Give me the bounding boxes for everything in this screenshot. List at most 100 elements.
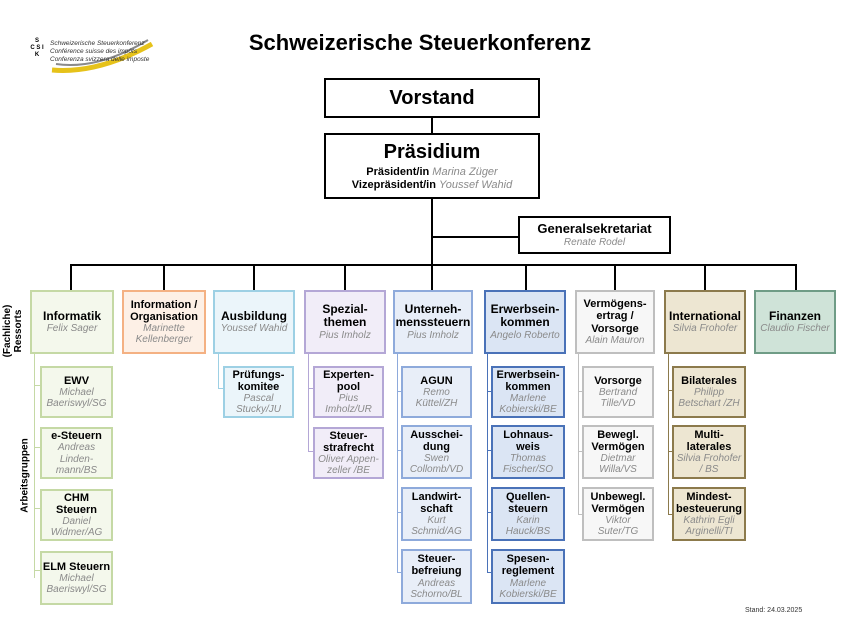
- ag-quellensteuern: Quellen-steuern Karin Hauck/BS: [491, 487, 565, 541]
- connector-line: [487, 391, 491, 392]
- connector-line: [525, 264, 527, 290]
- ag-lead: Karin Hauck/BS: [505, 515, 551, 538]
- connector-line: [218, 388, 223, 389]
- ag-landwirtschaft: Landwirt-schaft Kurt Schmid/AG: [401, 487, 472, 541]
- ag-title: e-Steuern: [51, 430, 102, 443]
- ag-title: Lohnaus-weis: [503, 428, 553, 453]
- ag-steuerstrafrecht: Steuer-strafrecht Oliver Appen-zeller /B…: [313, 427, 384, 479]
- ressort-lead: Pius Imholz: [407, 329, 459, 341]
- connector-line: [614, 264, 616, 290]
- connector-line: [668, 354, 669, 514]
- ag-lead: Kathrin Egli Arginelli/TI: [683, 515, 735, 538]
- ag-title: Unbewegl. Vermögen: [590, 490, 646, 515]
- connector-line: [308, 451, 313, 452]
- arbeitsgruppen-label-text: Arbeitsgruppen: [19, 438, 31, 513]
- ag-lead: Silvia Frohofer / BS: [676, 453, 742, 476]
- ag-bewegl-vermoegen: Bewegl. Vermögen Dietmar Willa/VS: [582, 425, 654, 479]
- connector-line: [34, 447, 40, 448]
- connector-line: [795, 264, 797, 290]
- ag-lead: Andreas Schorno/BL: [410, 577, 463, 600]
- ag-title: Multi-laterales: [686, 428, 732, 453]
- ag-vorsorge: Vorsorge Bertrand Tille/VD: [582, 366, 654, 418]
- ressort-title: Spezial-themen: [322, 301, 368, 330]
- praesident-label: Präsident/in: [366, 166, 430, 179]
- connector-line: [218, 354, 219, 388]
- ressort-finanzen: Finanzen Claudio Fischer: [754, 290, 836, 354]
- ressort-title: Erwerbsein-kommen: [490, 301, 560, 330]
- connector-line: [431, 199, 433, 265]
- ag-lead: Dietmar Willa/VS: [599, 453, 637, 476]
- ressort-unternehmenssteuern: Unterneh-menssteuern Pius Imholz: [393, 290, 473, 354]
- ressorts-label-text: (Fachliche) Ressorts: [2, 304, 24, 358]
- connector-line: [308, 388, 313, 389]
- connector-line: [704, 264, 706, 290]
- ag-title: ELM Steuern: [42, 560, 111, 573]
- ag-lead: Remo Küttel/ZH: [415, 386, 458, 410]
- ressort-information-organisation: Information / Organisation Marinette Kel…: [122, 290, 206, 354]
- ag-lead: Bertrand Tille/VD: [598, 386, 638, 410]
- ag-elm-steuern: ELM Steuern Michael Baeriswyl/SG: [40, 551, 113, 605]
- connector-line: [34, 570, 40, 571]
- connector-line: [668, 390, 672, 391]
- ag-lead: Daniel Widmer/AG: [50, 516, 103, 539]
- ressort-international: International Silvia Frohofer: [664, 290, 746, 354]
- ressort-informatik: Informatik Felix Sager: [30, 290, 114, 354]
- ag-title: Erwerbsein-kommen: [496, 368, 560, 393]
- connector-line: [397, 572, 401, 573]
- connector-line: [253, 264, 255, 290]
- ag-title: Steuer-strafrecht: [323, 429, 374, 454]
- ressort-title: Informatik: [42, 308, 101, 323]
- logo-letter: I: [42, 45, 44, 51]
- logo-letter: K: [34, 52, 40, 58]
- ag-agun: AGUN Remo Küttel/ZH: [401, 366, 472, 418]
- ressort-lead: Felix Sager: [46, 323, 98, 335]
- connector-line: [397, 450, 401, 451]
- ag-spesenreglement: Spesen-reglement Marlene Kobierski/BE: [491, 549, 565, 604]
- ressort-vermoegensertrag-vorsorge: Vermögens-ertrag / Vorsorge Alain Mauron: [575, 290, 655, 354]
- ressorts-side-label: (Fachliche) Ressorts: [2, 286, 24, 376]
- connector-line: [578, 514, 582, 515]
- ag-title: EWV: [63, 374, 90, 387]
- connector-line: [163, 264, 165, 290]
- connector-line: [70, 264, 797, 266]
- ag-title: Experten-pool: [323, 368, 374, 393]
- logo-letter: S: [36, 45, 41, 51]
- connector-line: [487, 572, 491, 573]
- ag-title: Vorsorge: [594, 374, 642, 387]
- connector-line: [433, 236, 519, 238]
- ag-e-steuern: e-Steuern Andreas Linden-mann/BS: [40, 427, 113, 479]
- ag-lead: Pascal Stucky/JU: [235, 393, 281, 416]
- ag-lead: Michael Baeriswyl/SG: [46, 386, 107, 410]
- ag-title: Ausschei-dung: [410, 428, 463, 453]
- ag-lohnausweis: Lohnaus-weis Thomas Fischer/SO: [491, 425, 565, 479]
- vorstand-title: Vorstand: [389, 86, 475, 109]
- connector-line: [34, 508, 40, 509]
- ag-title: Quellen-steuern: [505, 490, 550, 515]
- ag-chm-steuern: CHM Steuern Daniel Widmer/AG: [40, 489, 113, 541]
- ressort-lead: Silvia Frohofer: [672, 323, 738, 335]
- connector-line: [578, 391, 582, 392]
- ag-title: Steuer-befreiung: [411, 553, 462, 578]
- ag-bilaterales: Bilaterales Philipp Betschart /ZH: [672, 366, 746, 418]
- connector-line: [397, 391, 401, 392]
- ag-multilaterales: Multi-laterales Silvia Frohofer / BS: [672, 425, 746, 479]
- ag-lead: Andreas Linden-mann/BS: [55, 442, 98, 476]
- ressort-title: Ausbildung: [221, 308, 287, 323]
- connector-line: [487, 450, 491, 451]
- ag-unbewegl-vermoegen: Unbewegl. Vermögen Viktor Suter/TG: [582, 487, 654, 541]
- ag-steuerbefreiung: Steuer-befreiung Andreas Schorno/BL: [401, 549, 472, 604]
- ag-title: Bilaterales: [681, 374, 737, 387]
- stand-date: Stand: 24.03.2025: [745, 607, 803, 614]
- ressort-ausbildung: Ausbildung Youssef Wahid: [213, 290, 295, 354]
- connector-line: [487, 512, 491, 513]
- connector-line: [578, 354, 579, 514]
- connector-line: [308, 354, 309, 451]
- ag-lead: Marlene Kobierski/BE: [499, 577, 557, 600]
- praesidium-title: Präsidium: [383, 140, 481, 163]
- ressort-title: Unterneh-menssteuern: [395, 301, 471, 330]
- connector-line: [397, 354, 398, 572]
- vorstand-box: Vorstand: [324, 78, 540, 118]
- ag-erwerbseinkommen: Erwerbsein-kommen Marlene Kobierski/BE: [491, 366, 565, 418]
- generalsekretariat-title: Generalsekretariat: [537, 221, 652, 237]
- connector-line: [578, 451, 582, 452]
